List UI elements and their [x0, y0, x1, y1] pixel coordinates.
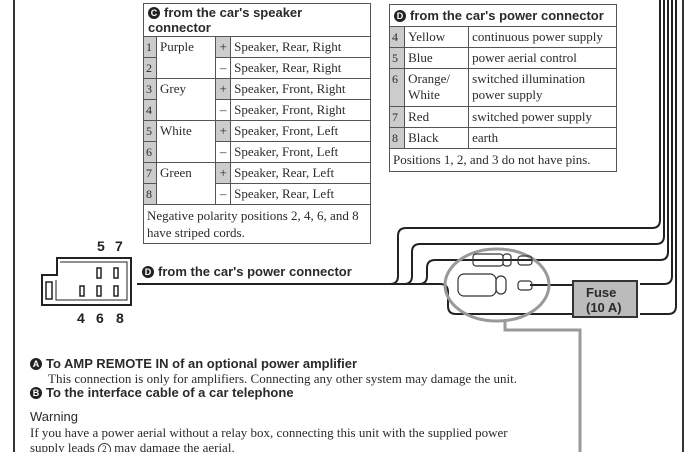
badge-b-icon: B [30, 387, 42, 399]
table-row: 6–Speaker, Front, Left [143, 141, 371, 163]
highlight-oval [443, 247, 551, 323]
plug-connectors [457, 253, 533, 297]
wire-main [137, 283, 572, 315]
warning-text-line1: If you have a power aerial without a rel… [30, 425, 508, 440]
table-row: 4–Speaker, Front, Right [143, 99, 371, 121]
note-a-text: This connection is only for amplifiers. … [48, 371, 517, 386]
pin-label-8: 8 [116, 310, 124, 326]
warning-text-line2: supply leads 2 may damage the aerial. [30, 440, 235, 452]
badge-c-icon: C [148, 7, 160, 19]
callout-line [503, 320, 582, 452]
fuse-box: Fuse(10 A) [572, 280, 638, 318]
wire-5 [640, 0, 677, 315]
wire-4 [640, 0, 673, 285]
power-table-note: Positions 1, 2, and 3 do not have pins. [389, 148, 617, 172]
badge-a-icon: A [30, 358, 42, 370]
pin-label-5: 5 [97, 238, 105, 254]
pin-label-4: 4 [77, 310, 85, 326]
wire-2 [403, 0, 665, 285]
badge-d-icon: D [394, 10, 406, 22]
power-connector-drawing [41, 257, 132, 306]
speaker-table-note: Negative polarity positions 2, 4, 6, and… [143, 204, 371, 244]
wire-3 [418, 0, 669, 285]
circled-number-icon: 2 [97, 443, 111, 452]
table-row: 2–Speaker, Rear, Right [143, 57, 371, 79]
page-border-right [682, 0, 684, 452]
wire-1 [389, 0, 661, 285]
badge-d-icon: D [142, 266, 154, 278]
warning-title: Warning [30, 409, 78, 424]
pin-label-6: 6 [96, 310, 104, 326]
pin-label-7: 7 [115, 238, 123, 254]
page-border-left [13, 0, 15, 452]
